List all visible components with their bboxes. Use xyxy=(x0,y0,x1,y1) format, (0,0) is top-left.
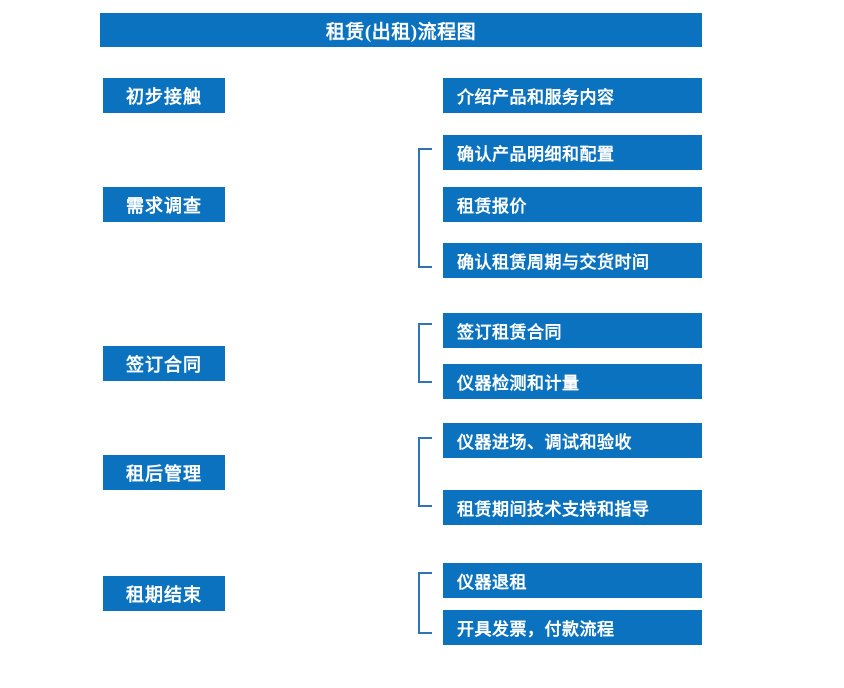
stage-box[interactable]: 初步接触 xyxy=(103,78,225,113)
page-title: 租赁(出租)流程图 xyxy=(100,13,702,47)
stage-box[interactable]: 需求调查 xyxy=(103,187,225,222)
detail-box[interactable]: 租赁期间技术支持和指导 xyxy=(443,490,702,525)
detail-box[interactable]: 签订租赁合同 xyxy=(443,313,702,348)
stage-box[interactable]: 租期结束 xyxy=(103,576,225,611)
group-bracket-icon xyxy=(418,323,432,383)
detail-box[interactable]: 租赁报价 xyxy=(443,187,702,222)
detail-box[interactable]: 仪器进场、调试和验收 xyxy=(443,423,702,458)
detail-box[interactable]: 仪器检测和计量 xyxy=(443,364,702,399)
stage-box[interactable]: 租后管理 xyxy=(103,455,225,490)
detail-box[interactable]: 开具发票，付款流程 xyxy=(443,610,702,645)
detail-box[interactable]: 确认租赁周期与交货时间 xyxy=(443,243,702,278)
group-bracket-icon xyxy=(418,148,432,268)
stage-box[interactable]: 签订合同 xyxy=(103,346,225,381)
group-bracket-icon xyxy=(418,437,432,507)
group-bracket-icon xyxy=(418,572,432,634)
detail-box[interactable]: 确认产品明细和配置 xyxy=(443,135,702,170)
detail-box[interactable]: 介绍产品和服务内容 xyxy=(443,78,702,113)
detail-box[interactable]: 仪器退租 xyxy=(443,563,702,598)
